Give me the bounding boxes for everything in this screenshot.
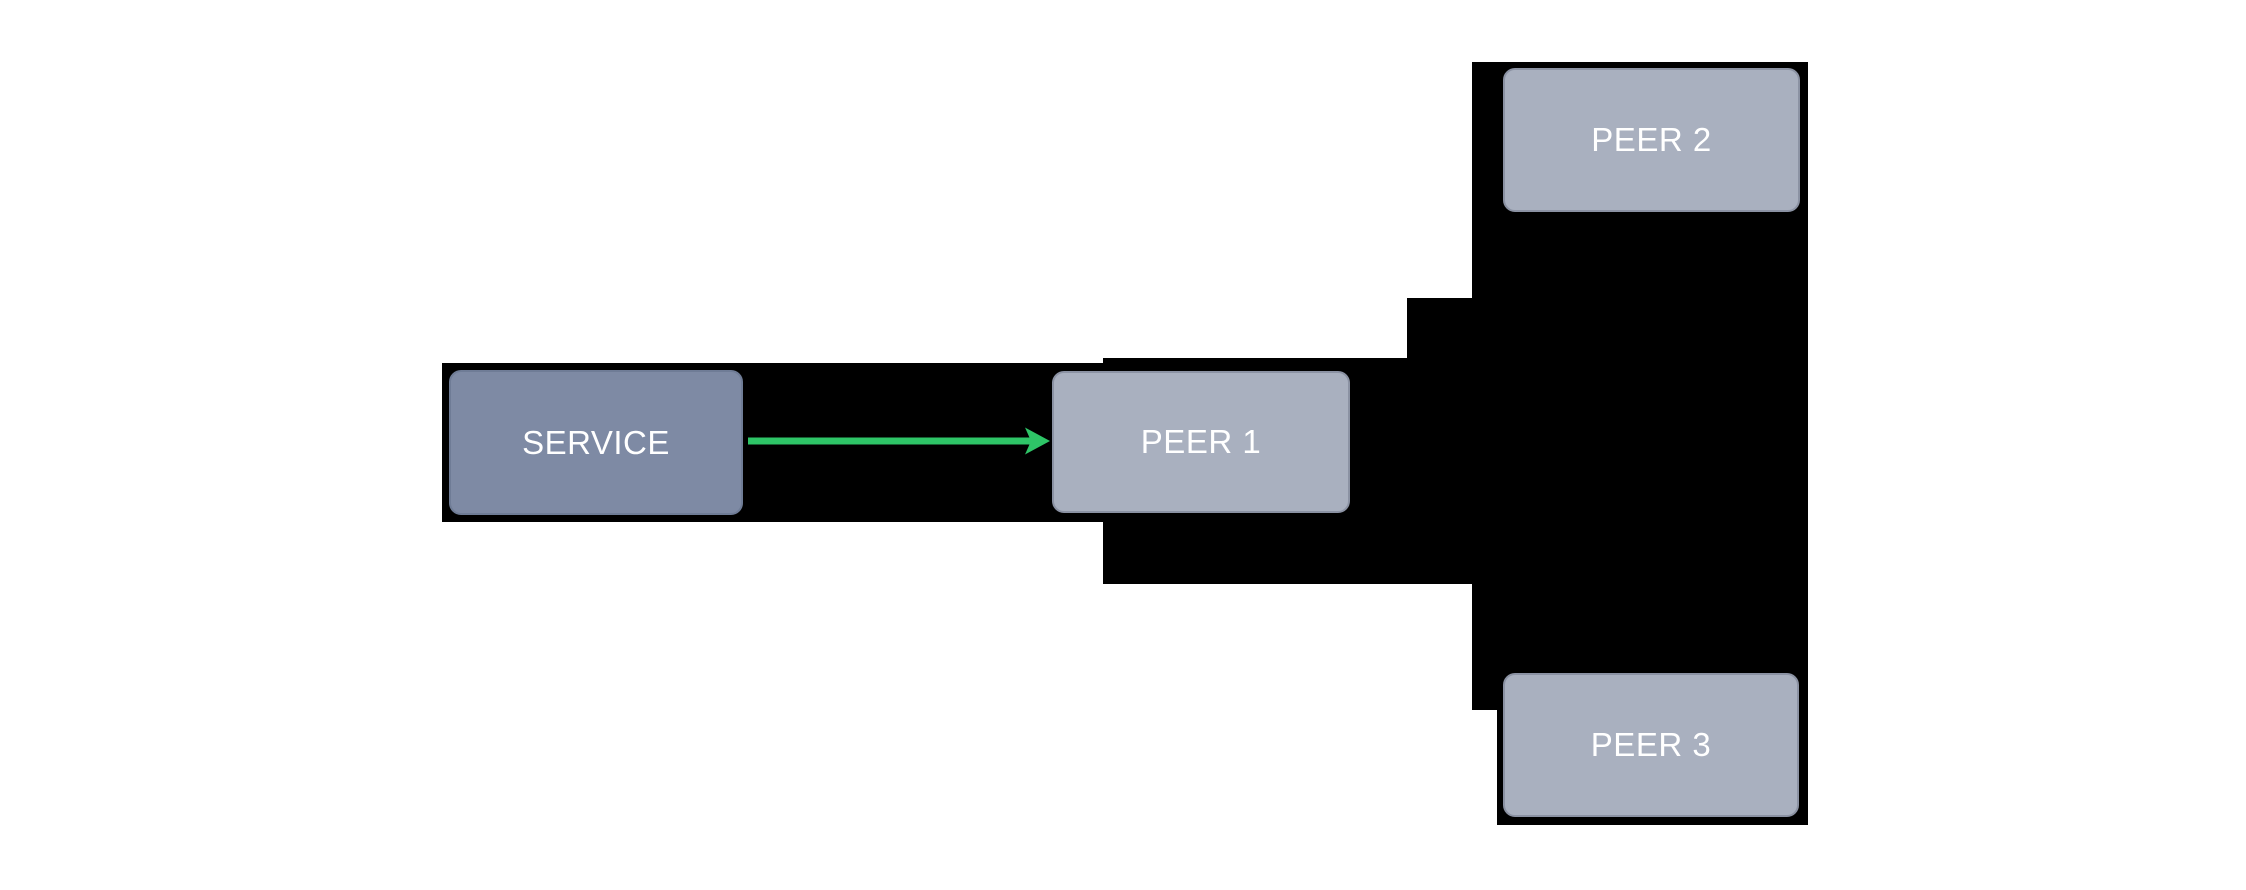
node-peer3: PEER 3 [1503, 673, 1799, 817]
node-peer3-label: PEER 3 [1590, 726, 1712, 763]
node-service-label: SERVICE [522, 423, 670, 461]
black-block-step-connector [1407, 298, 1472, 360]
node-peer2: PEER 2 [1503, 68, 1800, 212]
arrow-service-to-peer1-icon [748, 427, 1050, 455]
node-service: SERVICE [449, 370, 743, 515]
node-peer1: PEER 1 [1052, 371, 1350, 513]
node-peer2-label: PEER 2 [1591, 121, 1712, 158]
node-peer1-label: PEER 1 [1140, 423, 1262, 460]
